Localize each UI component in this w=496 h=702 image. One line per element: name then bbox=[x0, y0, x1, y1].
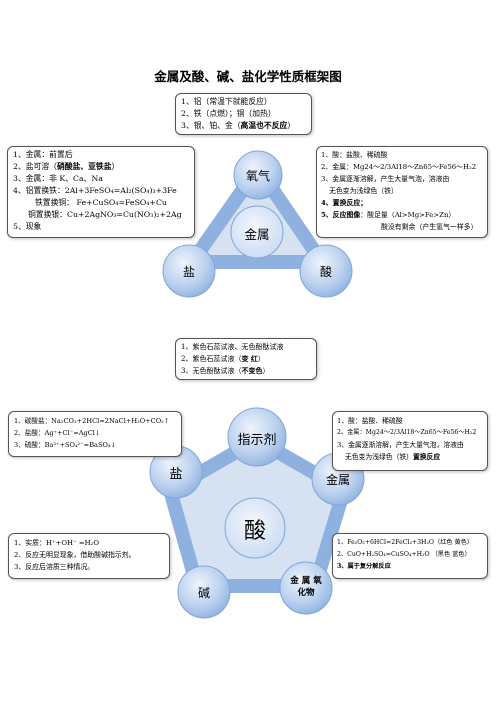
metal-salt-box: 1、金属：前置后 2、盐可溶（硝酸盐、亚铁盐） 3、金属：非 K、Ca、Na 4… bbox=[7, 146, 195, 238]
acid-center-circle bbox=[224, 497, 286, 559]
metal-oxygen-box: 1、铝（常温下就能反应） 2、铁（点燃）；铜（加热） 3、银、铂、金（高温也不反… bbox=[175, 93, 312, 135]
oxygen-label: 氧气 bbox=[245, 169, 270, 183]
box-line: 3、金属逐渐溶解，产生大量气泡，溶液由 bbox=[337, 441, 464, 449]
box-line: 5、反应图像：酸足量（Al>Mg>Fe>Zn） bbox=[321, 211, 456, 219]
box-line: 2、盐可溶（硝酸盐、亚铁盐） bbox=[13, 162, 120, 171]
box-line: 1、金属：前置后 bbox=[13, 150, 73, 159]
box-line: 3、无色酚酞试液（不变色） bbox=[181, 366, 270, 375]
box-line: 3、属于复分解反应 bbox=[337, 563, 391, 570]
box-line: 4、置换反应； bbox=[321, 199, 368, 207]
box-line: 铜置换银：Cu+2AgNO₃=Cu(NO₃)₂+2Ag bbox=[28, 210, 182, 219]
base-label: 碱 bbox=[197, 586, 210, 600]
metal-center-circle bbox=[230, 205, 284, 259]
box-line: 无色变为浅绿色（铁） bbox=[329, 187, 398, 195]
box-line: 1、铝（常温下就能反应） bbox=[181, 97, 272, 106]
acid-center-label: 酸 bbox=[243, 519, 266, 544]
box-line: 2、铁（点燃）；铜（加热） bbox=[181, 109, 276, 118]
box-line: 3、金属：非 K、Ca、Na bbox=[13, 174, 103, 183]
metal2-label: 金属 bbox=[325, 473, 350, 487]
salt-circle bbox=[162, 244, 216, 298]
box-line: 2、CuO+H₂SO₄=CuSO₄+H₂O （黑色 蓝色） bbox=[337, 551, 471, 558]
box-line: 2、盐酸：Ag⁺+Cl⁻=AgCl↓ bbox=[14, 429, 101, 437]
salt-label: 盐 bbox=[182, 265, 195, 279]
acid-base-box: 1、实质：H⁺+OH⁻ =H₂O 2、反应无明显现象，借助酸碱指示剂。 3、反应… bbox=[8, 533, 170, 579]
box-line: 2、紫色石蕊试液（变 红） bbox=[181, 354, 265, 363]
box-line: 2、金属：Mg24～2/3Al18～Zn65～Fe56～H₂2 bbox=[337, 429, 477, 436]
acid-circle bbox=[299, 244, 353, 298]
box-line: 4、铝置换铁：2Al+3FeSO₄=Al₂(SO₄)₃+3Fe bbox=[13, 186, 177, 195]
acid-metal-oxide-box: 1、Fe₂O₃+6HCl=2FeCl₃+3H₂O（红色 黄色） 2、CuO+H₂… bbox=[332, 533, 488, 579]
metal-indicator-box: 1、紫色石蕊试液、无色酚酞试液 2、紫色石蕊试液（变 红） 3、无色酚酞试液（不… bbox=[175, 338, 317, 380]
box-line: 1、Fe₂O₃+6HCl=2FeCl₃+3H₂O（红色 黄色） bbox=[337, 539, 474, 546]
box-line: 2、金属：Mg24～2/3Al18～Zn65～Fe56～H₂2 bbox=[321, 163, 477, 171]
metal-oxide-label: 金 属 氧 化物 bbox=[290, 576, 322, 598]
acid-label: 酸 bbox=[319, 265, 332, 279]
metal-acid-box: 1、酸：盐酸、稀硫酸 2、金属：Mg24～2/3Al18～Zn65～Fe56～H… bbox=[316, 146, 488, 238]
base-circle bbox=[177, 565, 231, 619]
box-line: 3、金属逐渐溶解，产生大量气泡，溶液由 bbox=[321, 175, 450, 183]
metal-oxide-circle bbox=[279, 561, 333, 615]
box-line: 1、实质：H⁺+OH⁻ =H₂O bbox=[14, 539, 100, 547]
salt2-label: 盐 bbox=[169, 467, 183, 482]
page-title: 金属及酸、碱、盐化学性质框架图 bbox=[154, 69, 342, 84]
box-line: 3、反应后溶质三种情况。 bbox=[14, 563, 95, 571]
box-line: 1、酸：盐酸、稀硫酸 bbox=[321, 151, 388, 159]
box-line: 酸没有剩余（产生氢气一样多） bbox=[381, 223, 478, 231]
metal-center-label: 金属 bbox=[244, 227, 270, 242]
box-line: 无色变为浅绿色（铁）置换反应 bbox=[345, 453, 441, 461]
box-line: 2、反应无明显现象，借助酸碱指示剂。 bbox=[14, 551, 136, 559]
acid-salt-box: 1、碳酸盐：Na₂CO₃+2HCl=2NaCl+H₂O+CO₂↑ 2、盐酸：Ag… bbox=[8, 411, 182, 457]
box-line: 1、酸：盐酸、稀硫酸 bbox=[337, 417, 403, 425]
box-line: 5、现象 bbox=[13, 222, 42, 231]
box-line: 3、硫酸：Ba²⁺+SO₄²⁻=BaSO₄↓ bbox=[14, 441, 117, 449]
box-line: 1、碳酸盐：Na₂CO₃+2HCl=2NaCl+H₂O+CO₂↑ bbox=[14, 417, 170, 425]
box-line: 铁置换铜： Fe+CuSO₄=FeSO₄+Cu bbox=[35, 198, 167, 207]
acid-metal-box: 1、酸：盐酸、稀硫酸 2、金属：Mg24～2/3Al18～Zn65～Fe56～H… bbox=[332, 411, 488, 471]
box-line: 3、银、铂、金（高温也不反应） bbox=[181, 121, 296, 130]
box-line: 1、紫色石蕊试液、无色酚酞试液 bbox=[181, 343, 284, 351]
indicator-circle bbox=[227, 407, 287, 467]
indicator-label: 指示剂 bbox=[237, 433, 277, 448]
oxygen-circle bbox=[233, 150, 283, 200]
